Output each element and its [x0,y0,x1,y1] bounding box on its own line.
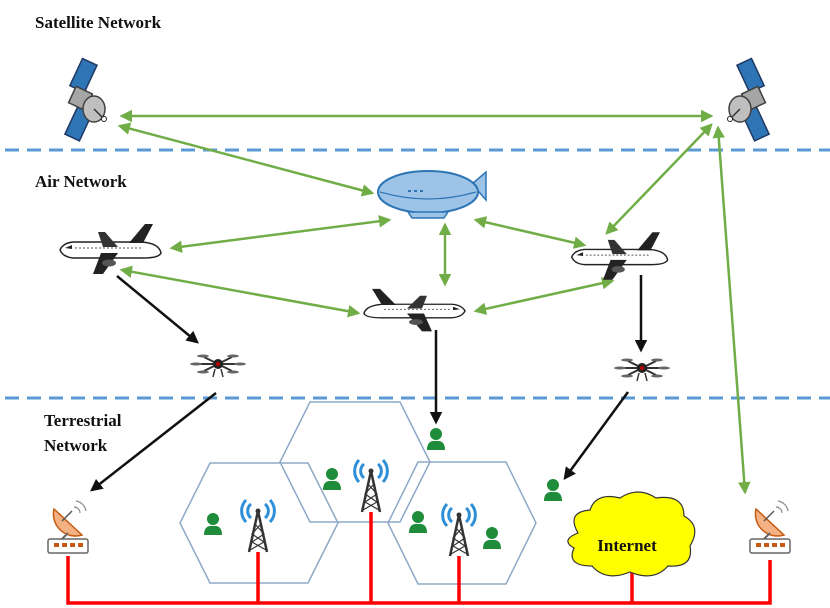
ground-station-icon [749,500,791,554]
cell-right [387,461,537,585]
cell-tower-icon [353,458,389,514]
link-plane-left-center [119,265,361,318]
downlink-plane-drone-left [116,275,199,344]
wired-backbone [66,512,772,605]
airplane-icon [59,223,162,275]
downlink-drone-user-right [563,391,630,481]
user-icon [544,479,562,501]
internet-label: Internet [597,536,657,555]
link-sat-ground-right [712,125,751,495]
link-plane-center-right [473,277,615,315]
air-network-label: Air Network [35,172,127,191]
airship-icon [377,170,487,219]
cloud-icon: Internet [567,491,696,577]
link-airship-plane-right [473,216,587,249]
link-airship-plane-left [169,215,392,253]
airplane-icon [363,288,466,333]
ground-station-icon [47,500,89,554]
drone-icon [189,353,247,378]
satellite-icon [726,57,770,142]
downlinks [90,275,648,492]
satellite-icon [64,57,108,142]
downlink-drone-ground-left [90,392,217,492]
cell-center [279,401,431,523]
airplane-icon [570,231,669,281]
user-icon [323,468,341,490]
user-icon [409,511,427,533]
cell-left [179,462,339,584]
user-icon [204,513,222,535]
link-sat-airship [117,122,375,197]
cell-tower-icon [441,502,477,558]
drone-icon [613,357,671,382]
terrestrial-network-label-line1: Terrestrial [44,411,122,430]
satellite-network-label: Satellite Network [35,13,162,32]
user-icon [483,527,501,549]
terrestrial-network-label-line2: Network [44,436,108,455]
cell-tower-icon [240,498,276,554]
link-sat-plane-right [605,123,713,235]
user-icon [427,428,445,450]
wireless-links [117,109,751,495]
